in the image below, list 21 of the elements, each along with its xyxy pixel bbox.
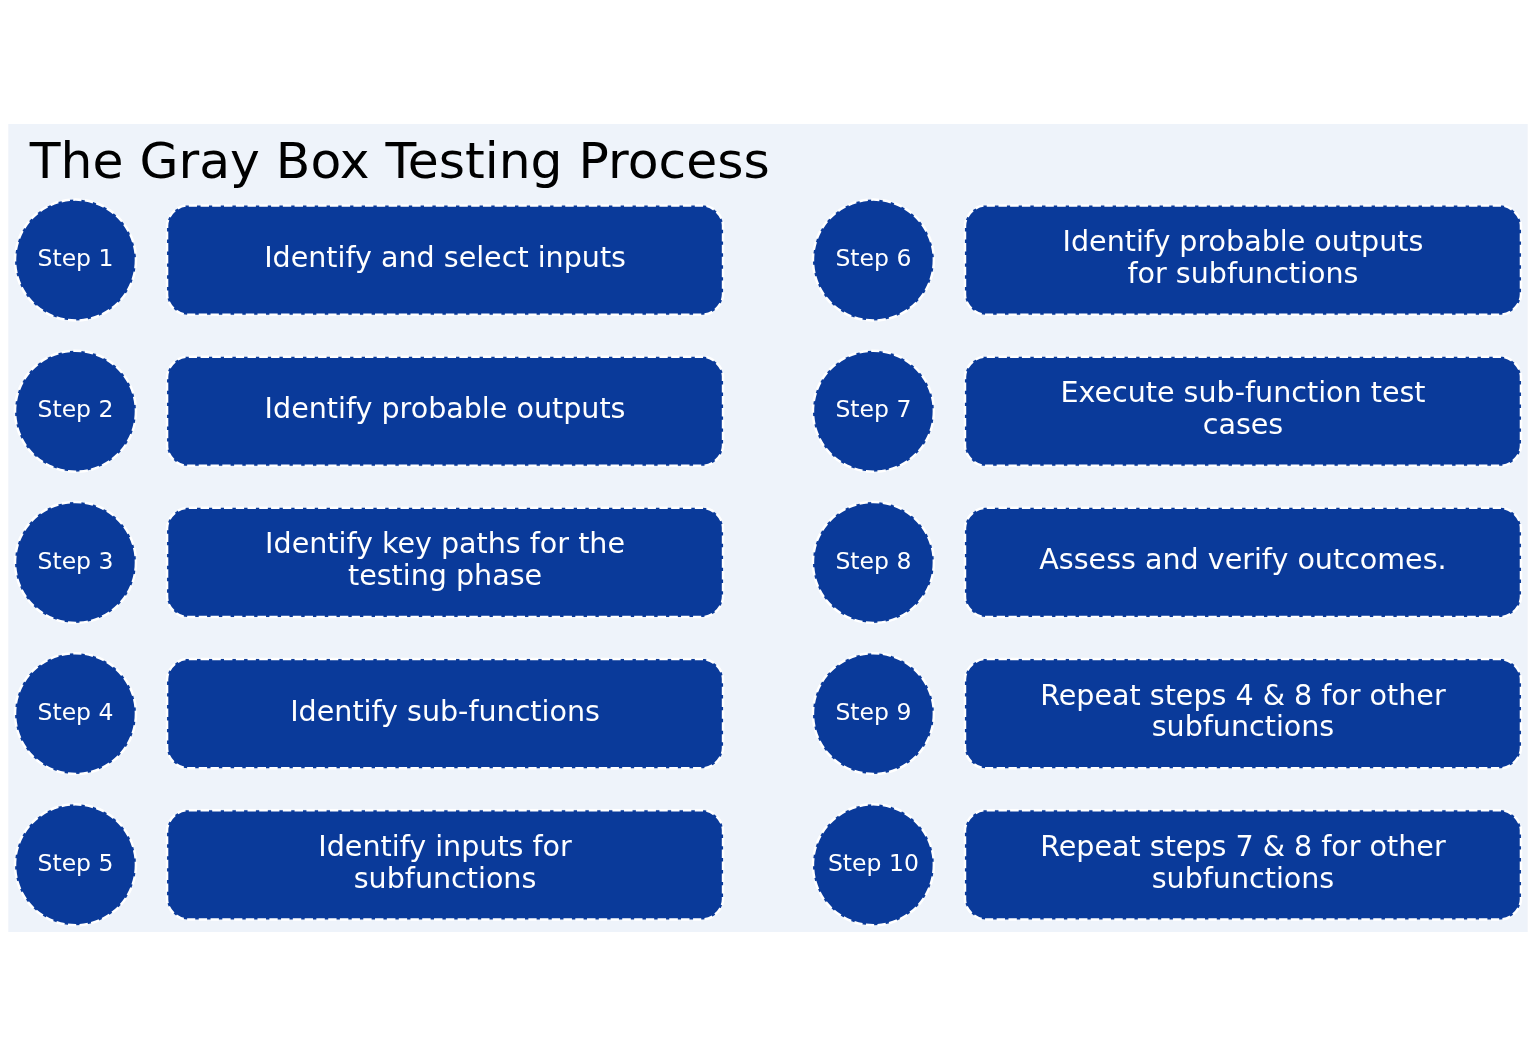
node-box: Identify probable outputs for subfunctions xyxy=(963,204,1523,316)
node-box: Identify and select inputs xyxy=(165,204,725,316)
node-circle: Step 1 xyxy=(13,198,138,322)
node-circle: Step 6 xyxy=(811,198,936,322)
node-circle: Step 8 xyxy=(811,500,936,625)
diagram-title: The Gray Box Testing Process xyxy=(29,130,770,190)
node-circle: Step 7 xyxy=(811,349,936,473)
node-box: Identify sub-functions xyxy=(165,657,725,770)
node-box: Identify probable outputs xyxy=(165,355,725,468)
node-box: Repeat steps 4 & 8 for other subfunctions xyxy=(963,657,1523,770)
node-box: Execute sub-function test cases xyxy=(963,355,1523,468)
node-box: Assess and verify outcomes. xyxy=(963,506,1523,619)
node-circle: Step 4 xyxy=(13,651,138,776)
node-circle: Step 5 xyxy=(13,803,138,927)
node-circle: Step 9 xyxy=(811,651,936,776)
node-box: Repeat steps 7 & 8 for other subfunctions xyxy=(963,808,1523,921)
node-box: Identify key paths for the testing phase xyxy=(165,506,725,619)
node-circle: Step 3 xyxy=(13,500,138,625)
node-circle: Step 10 xyxy=(811,803,936,927)
node-circle: Step 2 xyxy=(13,349,138,473)
node-box: Identify inputs for subfunctions xyxy=(165,808,725,921)
